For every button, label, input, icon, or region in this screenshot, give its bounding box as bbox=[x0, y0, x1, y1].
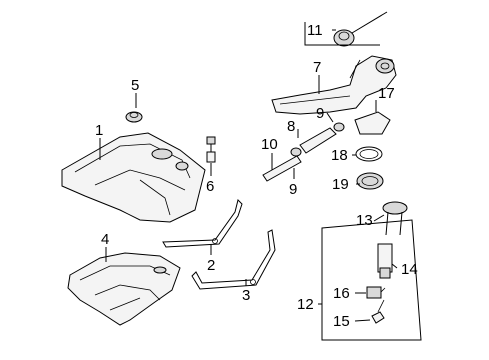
fuel-filter bbox=[366, 286, 386, 299]
tank-strap-rear bbox=[191, 229, 276, 290]
fuel-tank bbox=[61, 132, 206, 223]
fuel-cap bbox=[333, 11, 388, 47]
callout-11: 11 bbox=[307, 22, 323, 39]
rollover-valve bbox=[206, 136, 216, 163]
callout-12: 12 bbox=[297, 296, 314, 313]
tank-strap-front bbox=[162, 199, 243, 248]
callout-3: 3 bbox=[242, 287, 250, 304]
pump-lock-ring bbox=[356, 172, 384, 190]
callout-17: 17 bbox=[378, 85, 395, 102]
callout-1: 1 bbox=[95, 122, 103, 139]
leader-lines bbox=[99, 22, 398, 322]
callout-2: 2 bbox=[207, 257, 215, 274]
callout-4: 4 bbox=[101, 231, 109, 248]
pump-cover-plate bbox=[354, 111, 391, 135]
callout-15: 15 bbox=[333, 313, 350, 330]
callout-10: 10 bbox=[261, 136, 278, 153]
callout-18: 18 bbox=[331, 147, 348, 164]
callout-7: 7 bbox=[313, 59, 321, 76]
lock-ring bbox=[125, 111, 143, 123]
fuel-pump-module-group bbox=[321, 219, 422, 341]
callout-13: 13 bbox=[356, 212, 373, 229]
filler-pipe-assembly bbox=[271, 55, 397, 115]
hose-clamp-upper bbox=[333, 122, 345, 132]
filler-hose bbox=[299, 127, 337, 154]
callout-6: 6 bbox=[206, 178, 214, 195]
fuel-level-sender bbox=[371, 299, 385, 324]
pump-module-flange bbox=[382, 201, 408, 236]
callout-19: 19 bbox=[332, 176, 349, 193]
callout-5: 5 bbox=[131, 77, 139, 94]
callout-14: 14 bbox=[401, 261, 418, 278]
hose-clamp-lower bbox=[290, 147, 302, 157]
callout-8: 8 bbox=[287, 118, 295, 135]
fuel-pump bbox=[377, 243, 393, 279]
pump-gasket bbox=[355, 146, 383, 162]
callout-16: 16 bbox=[333, 285, 350, 302]
vent-tube bbox=[262, 155, 302, 182]
callout-9-lower: 9 bbox=[289, 181, 297, 198]
tank-heat-shield bbox=[67, 252, 181, 326]
callout-9-upper: 9 bbox=[316, 105, 324, 122]
